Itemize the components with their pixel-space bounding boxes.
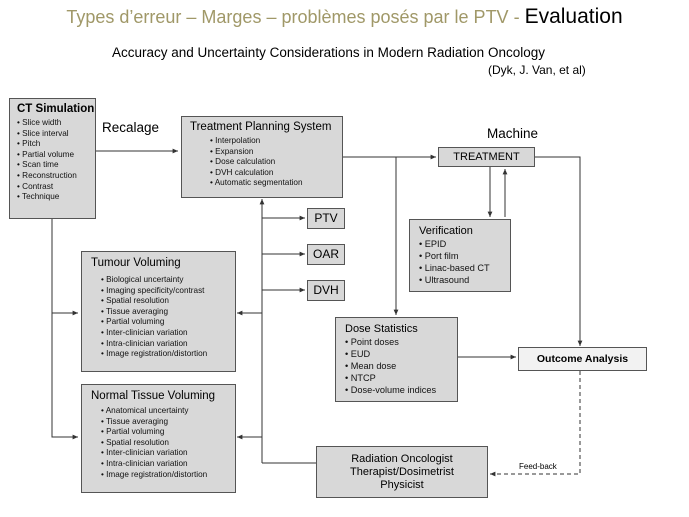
feedback-label: Feed-back — [519, 462, 557, 471]
list-item: Automatic segmentation — [210, 178, 342, 189]
tps-title: Treatment Planning System — [190, 121, 332, 133]
dvh-box: DVH — [307, 280, 345, 301]
list-item: Anatomical uncertainty — [101, 406, 235, 417]
list-item: Inter-clinician variation — [101, 448, 235, 459]
list-item: EPID — [419, 238, 510, 250]
tumour-voluming-list: Biological uncertainty Imaging specifici… — [91, 275, 235, 360]
verification-box: Verification EPID Port film Linac-based … — [409, 219, 511, 292]
list-item: EUD — [345, 348, 457, 360]
dose-statistics-title: Dose Statistics — [345, 323, 418, 335]
list-item: Slice interval — [17, 129, 95, 140]
list-item: Tissue averaging — [101, 417, 235, 428]
list-item: Technique — [17, 192, 95, 203]
list-item: Biological uncertainty — [101, 275, 235, 286]
machine-label: Machine — [487, 126, 539, 141]
ct-simulation-box: CT Simulation Slice width Slice interval… — [9, 98, 96, 219]
radiation-oncologist-box: Radiation Oncologist Therapist/Dosimetri… — [316, 446, 488, 498]
list-item: Intra-clinician variation — [101, 339, 235, 350]
list-item: Interpolation — [210, 136, 342, 147]
tps-box: Treatment Planning System Interpolation … — [181, 116, 343, 198]
list-item: NTCP — [345, 372, 457, 384]
oncologist-line-3: Physicist — [380, 479, 424, 491]
list-item: Scan time — [17, 160, 95, 171]
list-item: Expansion — [210, 147, 342, 158]
normal-tissue-voluming-box: Normal Tissue Voluming Anatomical uncert… — [81, 384, 236, 493]
list-item: Dose-volume indices — [345, 384, 457, 396]
list-item: Port film — [419, 250, 510, 262]
list-item: Image registration/distortion — [101, 349, 235, 360]
list-item: Inter-clinician variation — [101, 328, 235, 339]
dose-statistics-list: Point doses EUD Mean dose NTCP Dose-volu… — [345, 336, 457, 396]
verification-title: Verification — [419, 225, 473, 237]
list-item: Intra-clinician variation — [101, 459, 235, 470]
list-item: Point doses — [345, 336, 457, 348]
oncologist-line-2: Therapist/Dosimetrist — [350, 466, 454, 478]
oar-box: OAR — [307, 244, 345, 265]
oncologist-line-1: Radiation Oncologist — [351, 453, 453, 465]
tumour-voluming-box: Tumour Voluming Biological uncertainty I… — [81, 251, 236, 372]
normal-tissue-voluming-title: Normal Tissue Voluming — [91, 390, 215, 402]
list-item: Mean dose — [345, 360, 457, 372]
list-item: Spatial resolution — [101, 296, 235, 307]
list-item: Slice width — [17, 118, 95, 129]
ct-simulation-list: Slice width Slice interval Pitch Partial… — [17, 118, 95, 203]
slide-title: Types d’erreur – Marges – problèmes posé… — [0, 5, 689, 29]
list-item: Spatial resolution — [101, 438, 235, 449]
tumour-voluming-title: Tumour Voluming — [91, 257, 181, 269]
tps-list: Interpolation Expansion Dose calculation… — [190, 136, 342, 189]
treatment-box: TREATMENT — [438, 147, 535, 167]
citation: (Dyk, J. Van, et al) — [488, 63, 586, 77]
list-item: Partial volume — [17, 150, 95, 161]
list-item: Pitch — [17, 139, 95, 150]
list-item: Tissue averaging — [101, 307, 235, 318]
list-item: Partial voluming — [101, 427, 235, 438]
normal-tissue-voluming-list: Anatomical uncertainty Tissue averaging … — [91, 406, 235, 480]
list-item: Image registration/distortion — [101, 470, 235, 481]
dose-statistics-box: Dose Statistics Point doses EUD Mean dos… — [335, 317, 458, 402]
list-item: Ultrasound — [419, 274, 510, 286]
outcome-analysis-box: Outcome Analysis — [518, 347, 647, 371]
list-item: DVH calculation — [210, 168, 342, 179]
recalage-label: Recalage — [102, 120, 160, 135]
verification-list: EPID Port film Linac-based CT Ultrasound — [419, 238, 510, 286]
list-item: Contrast — [17, 182, 95, 193]
list-item: Imaging specificity/contrast — [101, 286, 235, 297]
ptv-box: PTV — [307, 208, 345, 229]
list-item: Partial voluming — [101, 317, 235, 328]
slide-subtitle: Accuracy and Uncertainty Considerations … — [112, 45, 545, 60]
list-item: Reconstruction — [17, 171, 95, 182]
list-item: Dose calculation — [210, 157, 342, 168]
list-item: Linac-based CT — [419, 262, 510, 274]
ct-simulation-title: CT Simulation — [17, 103, 95, 115]
slide-title-emphasis: Evaluation — [524, 5, 623, 28]
slide-title-main: Types d’erreur – Marges – problèmes posé… — [66, 7, 525, 27]
